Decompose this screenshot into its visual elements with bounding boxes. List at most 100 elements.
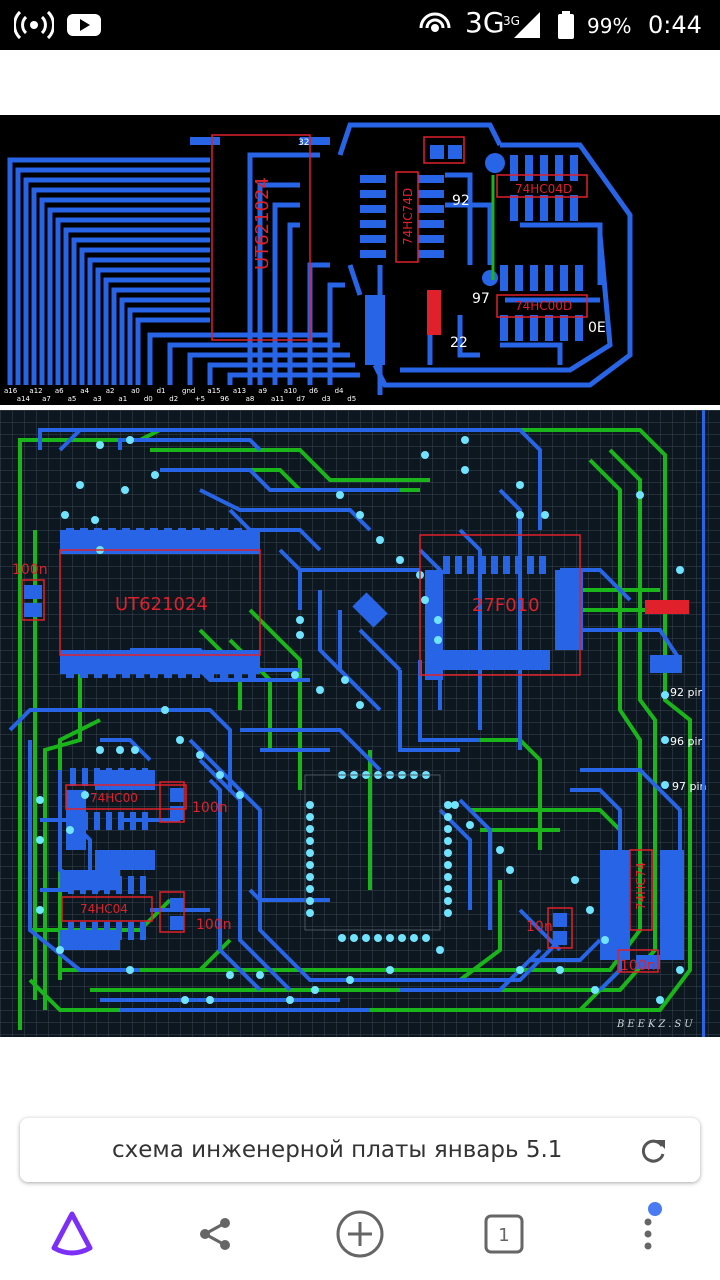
- alice-assistant-button[interactable]: [42, 1204, 102, 1264]
- chip-pad: [70, 768, 76, 786]
- share-icon: [200, 1218, 230, 1250]
- via-pad: [76, 481, 84, 489]
- via-pad: [296, 631, 304, 639]
- top-chip-main-label: UT621024: [252, 177, 273, 270]
- via-pad: [306, 909, 314, 917]
- via-pad: [356, 701, 364, 709]
- chip-pad: [128, 922, 134, 940]
- search-query[interactable]: схема инженерной платы январь 5.1: [112, 1137, 563, 1163]
- menu-button[interactable]: [618, 1202, 678, 1264]
- via-pad: [421, 451, 429, 459]
- via-pad: [516, 481, 524, 489]
- edge-label: a0: [131, 387, 140, 395]
- via-pad: [444, 861, 452, 869]
- bottom-logic3-label: 74HC74: [634, 862, 648, 910]
- chip-pad: [527, 556, 534, 574]
- via-pad: [116, 746, 124, 754]
- edge-label: a11: [271, 395, 284, 403]
- search-bar[interactable]: схема инженерной платы январь 5.1: [20, 1118, 700, 1182]
- pin-note-92: 92 pin: [670, 686, 705, 699]
- via-pad: [291, 671, 299, 679]
- via-pad: [374, 934, 382, 942]
- via-pad: [36, 836, 44, 844]
- bottom-logic2-label: 74HC04: [80, 902, 128, 916]
- signal-icon: [514, 12, 540, 38]
- via-pad: [306, 825, 314, 833]
- via-pad: [444, 837, 452, 845]
- chip-pad: [467, 556, 474, 574]
- top-chip-a-label: 74HC74D: [401, 188, 415, 245]
- via-pad: [350, 934, 358, 942]
- via-pad: [466, 821, 474, 829]
- via-pad: [434, 636, 442, 644]
- red-capacitor: [427, 290, 441, 335]
- via-pad: [306, 813, 314, 821]
- tab-count: 1: [498, 1225, 509, 1246]
- via-pad: [336, 491, 344, 499]
- chip-pad: [443, 556, 450, 574]
- cap-label-3: 100n: [196, 917, 232, 933]
- via-pad: [421, 596, 429, 604]
- via-pad: [556, 966, 564, 974]
- via-pad: [91, 516, 99, 524]
- via-pad: [316, 686, 324, 694]
- via-pad: [66, 826, 74, 834]
- via-pad: [96, 441, 104, 449]
- via-pad: [444, 813, 452, 821]
- top-pin-92: 92: [452, 193, 470, 209]
- via-pad: [126, 436, 134, 444]
- via-pad: [422, 934, 430, 942]
- edge-label: a12: [29, 387, 42, 395]
- via-pad: [206, 996, 214, 1004]
- more-vert-icon: [644, 1218, 652, 1250]
- pin-note-96: 96 pin: [670, 735, 705, 748]
- silkscreen-outlines: [211, 134, 588, 341]
- battery-icon: [558, 11, 574, 39]
- cap-label-1: 100n: [12, 562, 48, 578]
- pcb-bottom-image[interactable]: UT621024 27F010 74HC00 74HC04 74HC74 100…: [0, 410, 720, 1037]
- cap-label-5: 100n: [620, 958, 656, 974]
- via-pad: [676, 566, 684, 574]
- via-pad: [346, 976, 354, 984]
- edge-label: d3: [322, 395, 331, 403]
- via-pad: [306, 861, 314, 869]
- chip-pad: [82, 768, 88, 786]
- chip-pad: [140, 876, 146, 894]
- tabs-icon: 1: [484, 1214, 524, 1254]
- via-pad: [61, 511, 69, 519]
- pcb-top-image[interactable]: UT621024 74HC74D 74HC04D 74HC00D 32 92 9…: [0, 115, 720, 405]
- top-chip-b-label: 74HC04D: [515, 182, 572, 196]
- via-pad: [306, 837, 314, 845]
- via-pad: [386, 934, 394, 942]
- chip-pad: [106, 812, 112, 830]
- notification-dot-icon: [648, 1202, 662, 1216]
- via-pad: [396, 556, 404, 564]
- via-pad: [131, 746, 139, 754]
- via-pad: [506, 866, 514, 874]
- chip-pad: [539, 556, 546, 574]
- chip-pad: [130, 812, 136, 830]
- via-pads: [36, 436, 684, 1004]
- via-pad: [176, 736, 184, 744]
- via-pad: [386, 966, 394, 974]
- via-pad: [444, 801, 452, 809]
- tabs-button[interactable]: 1: [474, 1204, 534, 1264]
- share-button[interactable]: [185, 1204, 245, 1264]
- via-pad: [126, 966, 134, 974]
- via-pad: [444, 825, 452, 833]
- via-pad: [256, 971, 264, 979]
- via-pad: [306, 885, 314, 893]
- via-pad: [338, 934, 346, 942]
- battery-level: 99%: [587, 14, 632, 38]
- via-pad: [362, 934, 370, 942]
- edge-label: gnd: [182, 387, 195, 395]
- via-pad: [296, 616, 304, 624]
- chip-pad: [94, 812, 100, 830]
- chip-pad: [140, 922, 146, 940]
- chip-pad: [515, 556, 522, 574]
- new-tab-button[interactable]: [330, 1204, 390, 1264]
- top-pin-22: 22: [450, 335, 468, 351]
- cap-label-4: 10n: [526, 919, 553, 935]
- reload-icon[interactable]: [638, 1134, 670, 1166]
- right-edge-line: [702, 410, 705, 1037]
